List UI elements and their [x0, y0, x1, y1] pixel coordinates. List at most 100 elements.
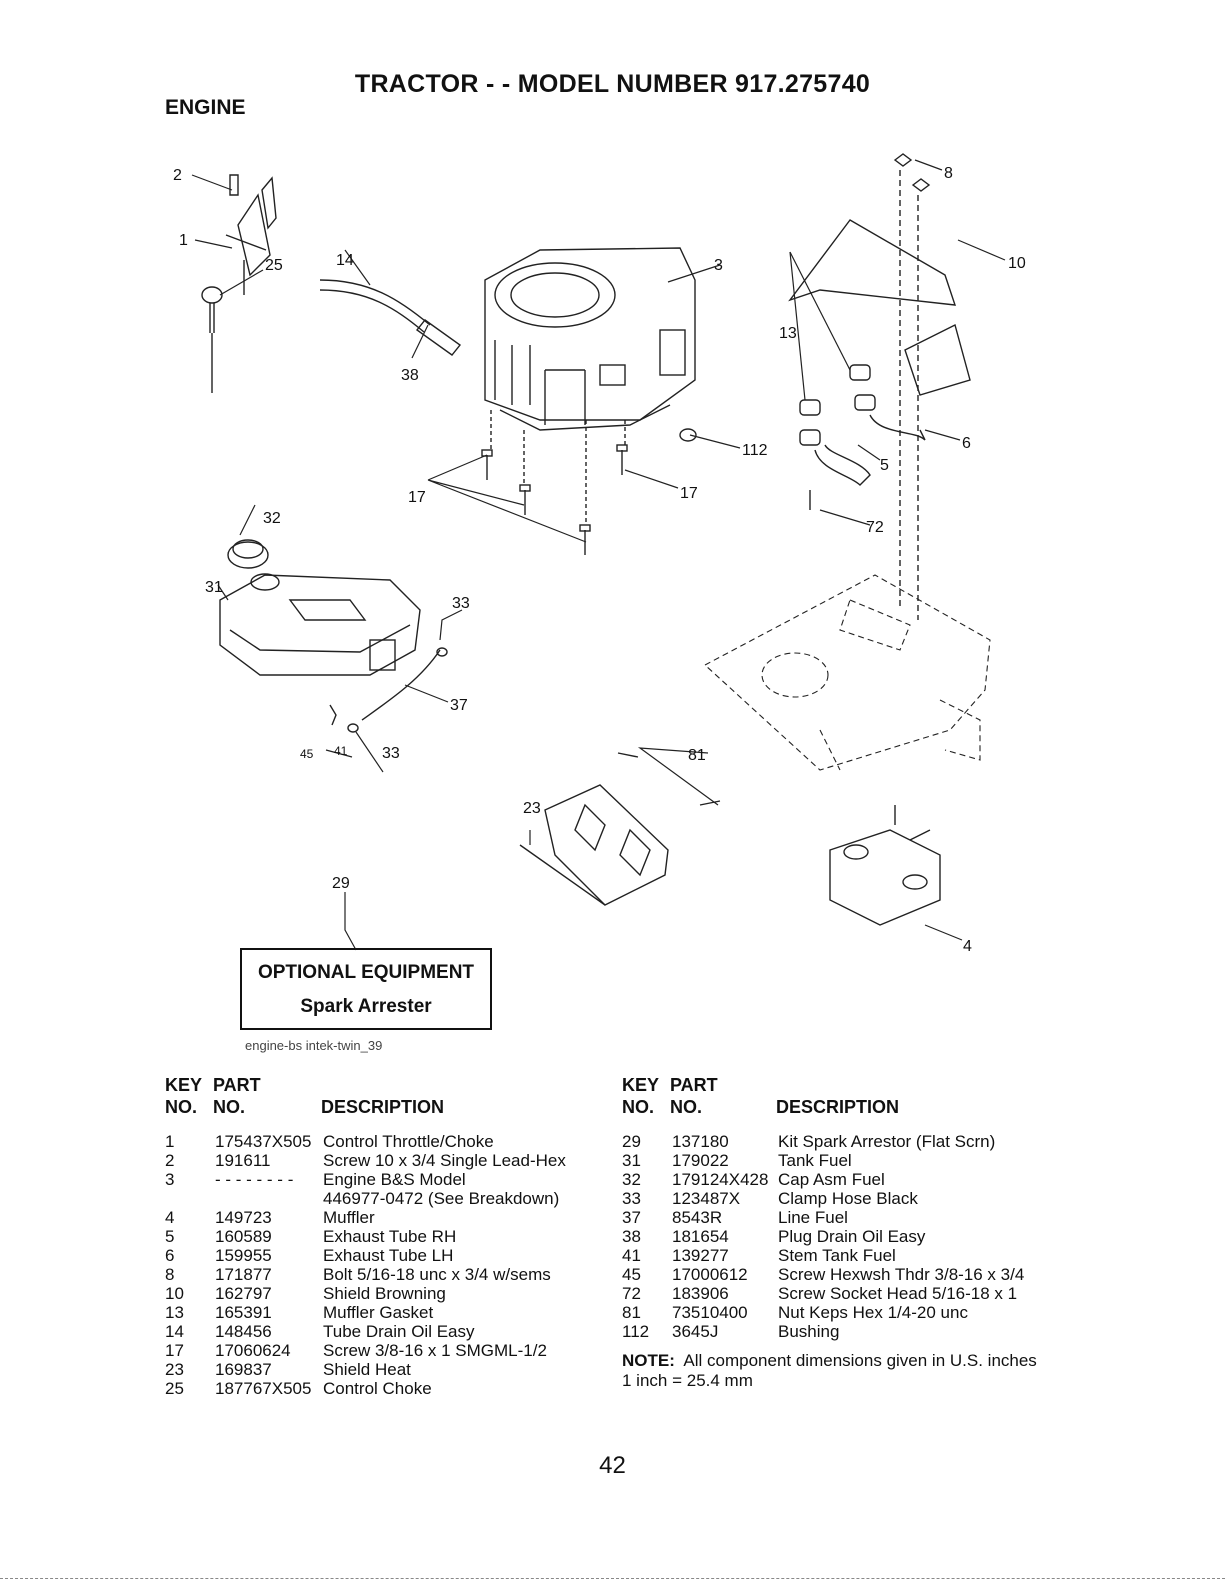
callout-5: 5: [880, 457, 889, 474]
description-cell: Clamp Hose Black: [778, 1189, 918, 1208]
key-cell: 23: [165, 1360, 184, 1379]
callout-38: 38: [401, 367, 419, 384]
description-cell: Plug Drain Oil Easy: [778, 1227, 926, 1246]
callout-14: 14: [336, 252, 354, 269]
page-number: 42: [599, 1452, 626, 1479]
key-cell: 4: [165, 1208, 175, 1227]
note-label: NOTE:: [622, 1351, 675, 1370]
key-cell: 2: [165, 1151, 175, 1170]
exhaust-tubes-drawing: [799, 364, 926, 510]
description-cell: Cap Asm Fuel: [778, 1170, 885, 1189]
callout-2: 2: [173, 167, 182, 184]
note: NOTE: All component dimensions given in …: [622, 1351, 1042, 1391]
part-number-cell: 165391: [215, 1303, 272, 1322]
callout-45: 81: [688, 747, 706, 764]
page-title: TRACTOR - - MODEL NUMBER 917.275740: [354, 70, 871, 98]
part-number-cell: 123487X: [672, 1189, 741, 1208]
part-number-cell: 179124X428: [672, 1170, 769, 1189]
diagram-reference: engine-bs intek-twin_39: [245, 1038, 383, 1053]
drain-tube-drawing: [319, 279, 462, 356]
part-number-cell: 169837: [215, 1360, 272, 1379]
description-cell: Control Choke: [323, 1379, 432, 1398]
part-number-cell: 187767X505: [215, 1379, 312, 1398]
optional-equipment-box: OPTIONAL EQUIPMENT Spark Arrester: [240, 948, 492, 1030]
key-cell: 31: [622, 1151, 641, 1170]
description-cell: 446977-0472 (See Breakdown): [323, 1189, 560, 1208]
description-cell: Shield Heat: [323, 1360, 411, 1379]
callout-13: 13: [779, 325, 797, 342]
part-number-cell: 17000612: [672, 1265, 748, 1284]
part-number-cell: 171877: [215, 1265, 272, 1284]
col-header-part-no: NO.: [213, 1097, 246, 1117]
optional-equipment-title: OPTIONAL EQUIPMENT: [257, 962, 475, 983]
heat-shield-drawing: [519, 752, 721, 906]
callout-29: 29: [332, 875, 350, 892]
description-cell: Bushing: [778, 1322, 840, 1341]
description-cell: Tank Fuel: [778, 1151, 852, 1170]
key-cell: 45: [622, 1265, 641, 1284]
col-header-part: PART: [213, 1075, 261, 1095]
description-cell: Screw Socket Head 5/16-18 x 1: [778, 1284, 1018, 1303]
bottom-rule: [0, 1578, 1225, 1579]
key-cell: 29: [622, 1132, 641, 1151]
part-number-cell: 181654: [672, 1227, 729, 1246]
choke-knob-drawing: [201, 286, 223, 393]
callout-8: 8: [944, 165, 953, 182]
description-cell: Kit Spark Arrestor (Flat Scrn): [778, 1132, 996, 1151]
part-number-cell: 175437X505: [215, 1132, 312, 1151]
description-cell: Muffler: [323, 1208, 375, 1227]
description-cell: Engine B&S Model: [323, 1170, 466, 1189]
key-cell: 1: [165, 1132, 175, 1151]
part-number-cell: 159955: [215, 1246, 272, 1265]
callout-10: 10: [1008, 255, 1026, 272]
key-cell: 8: [165, 1265, 175, 1284]
key-cell: 38: [622, 1227, 641, 1246]
tractor-frame-drawing: [704, 574, 991, 771]
callout-112: 45: [300, 747, 314, 761]
key-cell: 17: [165, 1341, 184, 1360]
col-header-part-no: NO.: [670, 1097, 703, 1117]
col-header-part: PART: [670, 1075, 718, 1095]
col-header-key-no: NO.: [622, 1097, 655, 1117]
callout-17-left: 17: [408, 489, 426, 506]
callout-33-lower: 33: [382, 745, 400, 762]
key-cell: 37: [622, 1208, 641, 1227]
part-number-cell: 162797: [215, 1284, 272, 1303]
col-header-key-no: NO.: [165, 1097, 198, 1117]
col-header-key: KEY: [622, 1075, 660, 1095]
key-cell: 5: [165, 1227, 175, 1246]
fuel-tank-drawing: [219, 573, 421, 676]
description-cell: Screw 10 x 3/4 Single Lead-Hex: [323, 1151, 566, 1170]
engine-drawing: [484, 247, 697, 442]
callout-81: 112: [742, 442, 768, 459]
description-cell: Bolt 5/16-18 unc x 3/4 w/sems: [323, 1265, 551, 1284]
section-title: ENGINE: [165, 96, 246, 119]
description-cell: Control Throttle/Choke: [323, 1132, 494, 1151]
col-header-key: KEY: [165, 1075, 203, 1095]
key-cell: 33: [622, 1189, 641, 1208]
key-cell: 13: [165, 1303, 184, 1322]
description-cell: Stem Tank Fuel: [778, 1246, 896, 1265]
key-cell: 3: [165, 1170, 175, 1189]
part-number-cell: 179022: [672, 1151, 729, 1170]
description-cell: Exhaust Tube RH: [323, 1227, 457, 1246]
part-number-cell: 149723: [215, 1208, 272, 1227]
optional-equipment-item: Spark Arrester: [300, 996, 432, 1017]
callout-6: 6: [962, 435, 971, 452]
muffler-drawing: [829, 805, 941, 926]
part-number-cell: 17060624: [215, 1341, 291, 1360]
key-cell: 32: [622, 1170, 641, 1189]
description-cell: Line Fuel: [778, 1208, 848, 1227]
exhaust-shield-drawing: [788, 153, 971, 620]
callout-72: 72: [866, 519, 884, 536]
description-cell: Exhaust Tube LH: [323, 1246, 454, 1265]
part-number-cell: 73510400: [672, 1303, 748, 1322]
fuel-line-drawing: [329, 647, 448, 733]
callout-41: 41: [334, 744, 348, 758]
description-cell: Screw 3/8-16 x 1 SMGML-1/2: [323, 1341, 547, 1360]
part-number-cell: 137180: [672, 1132, 729, 1151]
key-cell: 72: [622, 1284, 641, 1303]
key-cell: 6: [165, 1246, 175, 1265]
